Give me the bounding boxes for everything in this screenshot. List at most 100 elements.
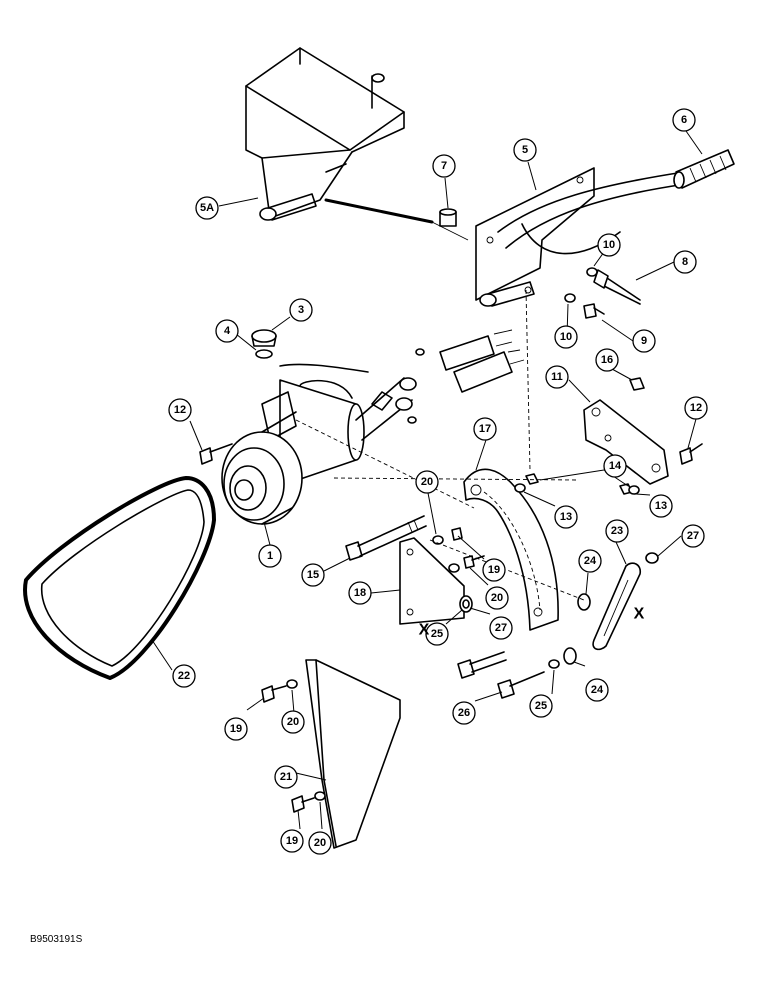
callout-20-upper: 20 xyxy=(415,470,439,494)
mounting-bracket-5a xyxy=(245,47,405,221)
svg-text:9: 9 xyxy=(641,335,647,347)
svg-text:22: 22 xyxy=(178,670,190,682)
callout-25-upper: 25 xyxy=(425,622,449,646)
reference-mark-x-left: X xyxy=(419,622,430,639)
spacer-24-lower xyxy=(563,647,577,665)
callout-11: 11 xyxy=(545,365,569,389)
reference-mark-x-right: X xyxy=(634,606,645,623)
callout-10-lower: 10 xyxy=(554,325,578,349)
callout-4: 4 xyxy=(215,319,239,343)
washer-10-lower xyxy=(564,293,576,303)
figure-id: B9503191S xyxy=(30,934,83,945)
bolt-15 xyxy=(345,515,427,561)
svg-text:17: 17 xyxy=(479,423,491,435)
curved-bracket-17 xyxy=(463,468,559,631)
callout-22: 22 xyxy=(172,664,196,688)
svg-text:27: 27 xyxy=(495,622,507,634)
callout-5a: 5A xyxy=(195,196,219,220)
svg-text:11: 11 xyxy=(551,371,563,383)
svg-text:12: 12 xyxy=(690,402,702,414)
svg-text:15: 15 xyxy=(307,569,319,581)
callout-24-upper: 24 xyxy=(578,549,602,573)
belt-22 xyxy=(23,476,216,680)
bolt-9 xyxy=(583,303,605,319)
washer-20-upper xyxy=(432,535,444,545)
bolt-19-shield-upper xyxy=(261,685,287,703)
bracket-plate-11 xyxy=(583,399,669,485)
bolt-19-middle xyxy=(463,555,485,569)
callout-12-right: 12 xyxy=(684,396,708,420)
callout-3: 3 xyxy=(289,298,313,322)
callout-1: 1 xyxy=(258,544,282,568)
nut-14-upper xyxy=(525,473,539,485)
grip-6 xyxy=(673,149,735,189)
svg-text:19: 19 xyxy=(286,835,298,847)
svg-text:20: 20 xyxy=(287,716,299,728)
svg-text:20: 20 xyxy=(421,476,433,488)
washer-13-lower xyxy=(628,485,640,495)
callout-20-middle: 20 xyxy=(485,586,509,610)
svg-text:12: 12 xyxy=(174,404,186,416)
callout-16: 16 xyxy=(595,348,619,372)
svg-text:26: 26 xyxy=(458,707,470,719)
callout-8: 8 xyxy=(673,250,697,274)
bolt-12-right xyxy=(679,443,703,465)
callout-19-shield-upper: 19 xyxy=(224,717,248,741)
callout-9: 9 xyxy=(632,329,656,353)
spacer-27-left xyxy=(459,595,473,613)
callout-18: 18 xyxy=(348,581,372,605)
svg-text:14: 14 xyxy=(609,460,622,472)
svg-text:4: 4 xyxy=(224,325,231,337)
bushing-7 xyxy=(439,208,457,227)
washer-10-upper xyxy=(586,267,598,277)
callout-27-left: 27 xyxy=(489,616,513,640)
svg-text:7: 7 xyxy=(441,160,447,172)
svg-text:1: 1 xyxy=(267,550,273,562)
svg-text:5: 5 xyxy=(522,144,528,156)
callout-25-lower: 25 xyxy=(529,694,553,718)
callout-27-right: 27 xyxy=(681,524,705,548)
callout-13-left: 13 xyxy=(554,505,578,529)
callout-19-shield-lower: 19 xyxy=(280,829,304,853)
spacer-24-upper xyxy=(577,593,591,611)
callout-12-left: 12 xyxy=(168,398,192,422)
callout-19-upper: 19 xyxy=(482,558,506,582)
callout-5: 5 xyxy=(513,138,537,162)
svg-text:16: 16 xyxy=(601,354,613,366)
leader-lines xyxy=(151,130,703,830)
svg-text:20: 20 xyxy=(314,837,326,849)
svg-text:21: 21 xyxy=(280,771,292,783)
svg-text:10: 10 xyxy=(560,331,572,343)
washer-20-middle xyxy=(448,563,460,573)
callout-20-shield-upper: 20 xyxy=(281,710,305,734)
svg-text:27: 27 xyxy=(687,530,699,542)
callout-20-shield-lower: 20 xyxy=(308,831,332,855)
callout-21: 21 xyxy=(274,765,298,789)
svg-text:25: 25 xyxy=(535,700,547,712)
svg-text:3: 3 xyxy=(298,304,304,316)
o-ring-4 xyxy=(255,349,273,359)
svg-text:13: 13 xyxy=(655,500,667,512)
link-23 xyxy=(592,562,642,651)
bracket-plate-18 xyxy=(399,537,465,625)
svg-text:13: 13 xyxy=(560,511,572,523)
callout-7: 7 xyxy=(432,154,456,178)
svg-text:20: 20 xyxy=(491,592,503,604)
svg-text:6: 6 xyxy=(681,114,687,126)
svg-text:10: 10 xyxy=(603,239,615,251)
callout-26: 26 xyxy=(452,701,476,725)
svg-text:23: 23 xyxy=(611,525,623,537)
spacer-27-right xyxy=(645,552,659,564)
svg-text:5A: 5A xyxy=(200,202,214,214)
bolt-8 xyxy=(593,269,641,305)
callout-24-lower: 24 xyxy=(585,678,609,702)
bolt-26-lower xyxy=(497,671,545,699)
svg-text:19: 19 xyxy=(488,564,500,576)
svg-text:25: 25 xyxy=(431,628,443,640)
compressor-1 xyxy=(221,329,525,525)
bolt-19-shield-lower xyxy=(291,795,315,813)
callout-23: 23 xyxy=(605,519,629,543)
callout-13-right: 13 xyxy=(649,494,673,518)
svg-text:24: 24 xyxy=(591,684,604,696)
